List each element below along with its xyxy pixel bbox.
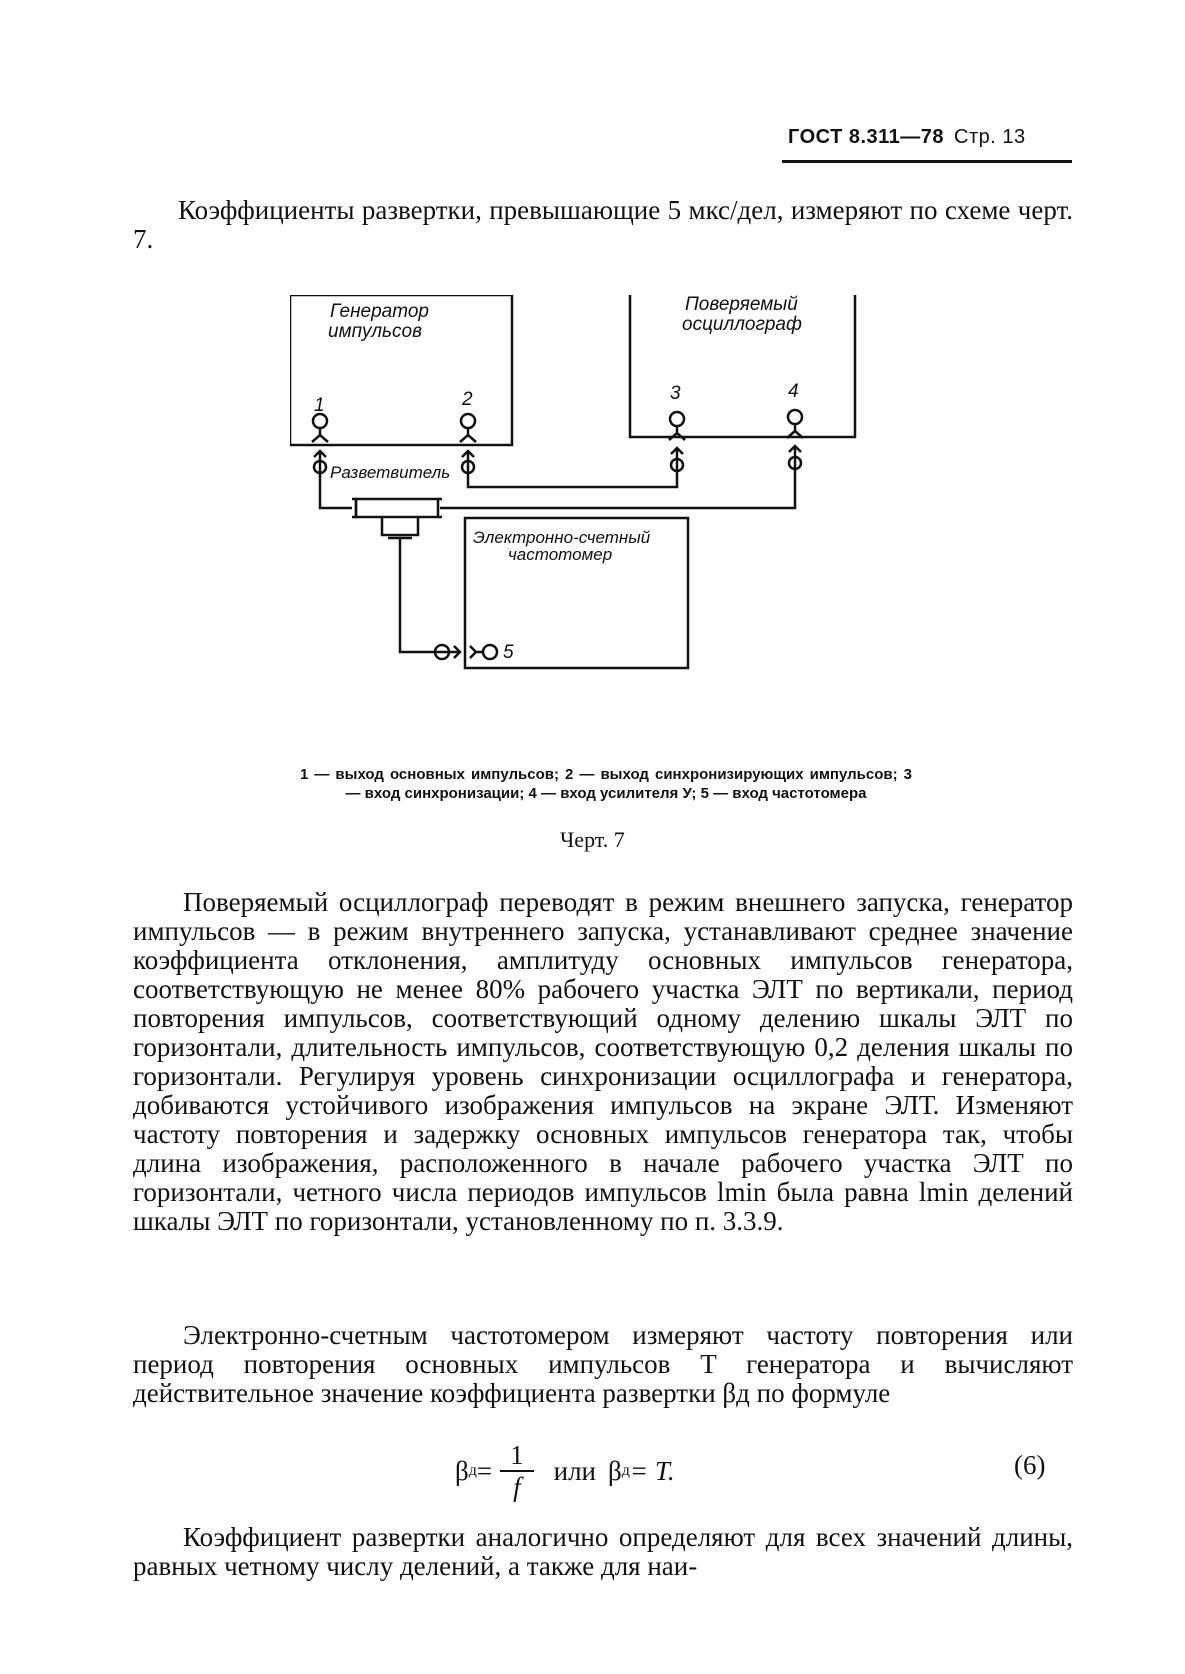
wire-2-to-3 [466,481,679,489]
figure-caption: 1 — выход основных импульсов; 2 — выход … [300,766,912,802]
wire-1-to-splitter [318,481,352,510]
plug-2-icon [460,449,476,481]
splitter-icon [352,497,442,540]
generator-label-line-2: импульсов [328,321,422,342]
oscillograph-label-line-1: Поверяемый [685,295,798,315]
figure-label: Черт. 7 [560,827,625,852]
terminal-4-number: 4 [788,381,799,402]
wire-splitter-to-4 [440,495,797,510]
header-rule [782,160,1072,163]
counter-label-line-2: частотомер [508,545,612,564]
equation-number: (6) [1014,1450,1046,1480]
terminal-3-number: 3 [670,383,681,404]
formula-or: или [553,1455,596,1486]
connector-5-icon [469,643,499,661]
oscillograph-box [628,295,857,439]
terminal-5-number: 5 [503,642,514,663]
measurement-scheme-diagram: Генератор импульсов Поверяемый осциллогр… [290,295,857,670]
formula-beta-1: β [455,1455,469,1486]
closing-paragraph: Коэффициент развертки аналогично определ… [133,1522,1073,1581]
formula-beta-2: β [608,1455,622,1486]
measurement-paragraph: Электронно-счетным частотомером измеряют… [133,1320,1073,1408]
terminal-1-number: 1 [314,395,325,416]
terminal-2-number: 2 [461,389,473,410]
formula-sub-1: д [468,1462,477,1479]
generator-box [290,295,514,447]
connector-3-icon [668,410,686,441]
formula-sub-2: д [621,1462,630,1479]
standard-number: ГОСТ 8.311—78 [788,126,945,148]
page-header: ГОСТ 8.311—78 Стр. 13 [788,126,1026,149]
splitter-label: Разветвитель [330,463,450,482]
generator-label-line-1: Генератор [330,301,429,322]
formula-rhs-2: = T. [629,1455,675,1486]
formula-numerator: 1 [500,1440,534,1472]
plug-3-icon [669,446,685,481]
procedure-paragraph: Поверяемый осциллограф переводят в режим… [133,887,1073,1236]
formula-denominator: f [513,1472,521,1502]
page-number: Стр. 13 [954,126,1026,148]
connector-1-icon [311,412,329,443]
connector-2-icon [459,412,477,443]
formula-equals: = [476,1455,493,1486]
counter-label-line-1: Электронно-счетный [473,528,651,547]
plug-4-icon [787,444,803,495]
formula-fraction: 1 f [500,1440,534,1502]
intro-paragraph: Коэффициенты развертки, превышающие 5 мк… [133,195,1073,254]
plug-5-icon [432,643,462,661]
connector-4-icon [786,408,804,439]
wire-splitter-to-5 [398,538,432,654]
oscillograph-label-line-2: осциллограф [682,314,802,335]
plug-1-icon [312,449,328,481]
counter-box [463,516,690,670]
